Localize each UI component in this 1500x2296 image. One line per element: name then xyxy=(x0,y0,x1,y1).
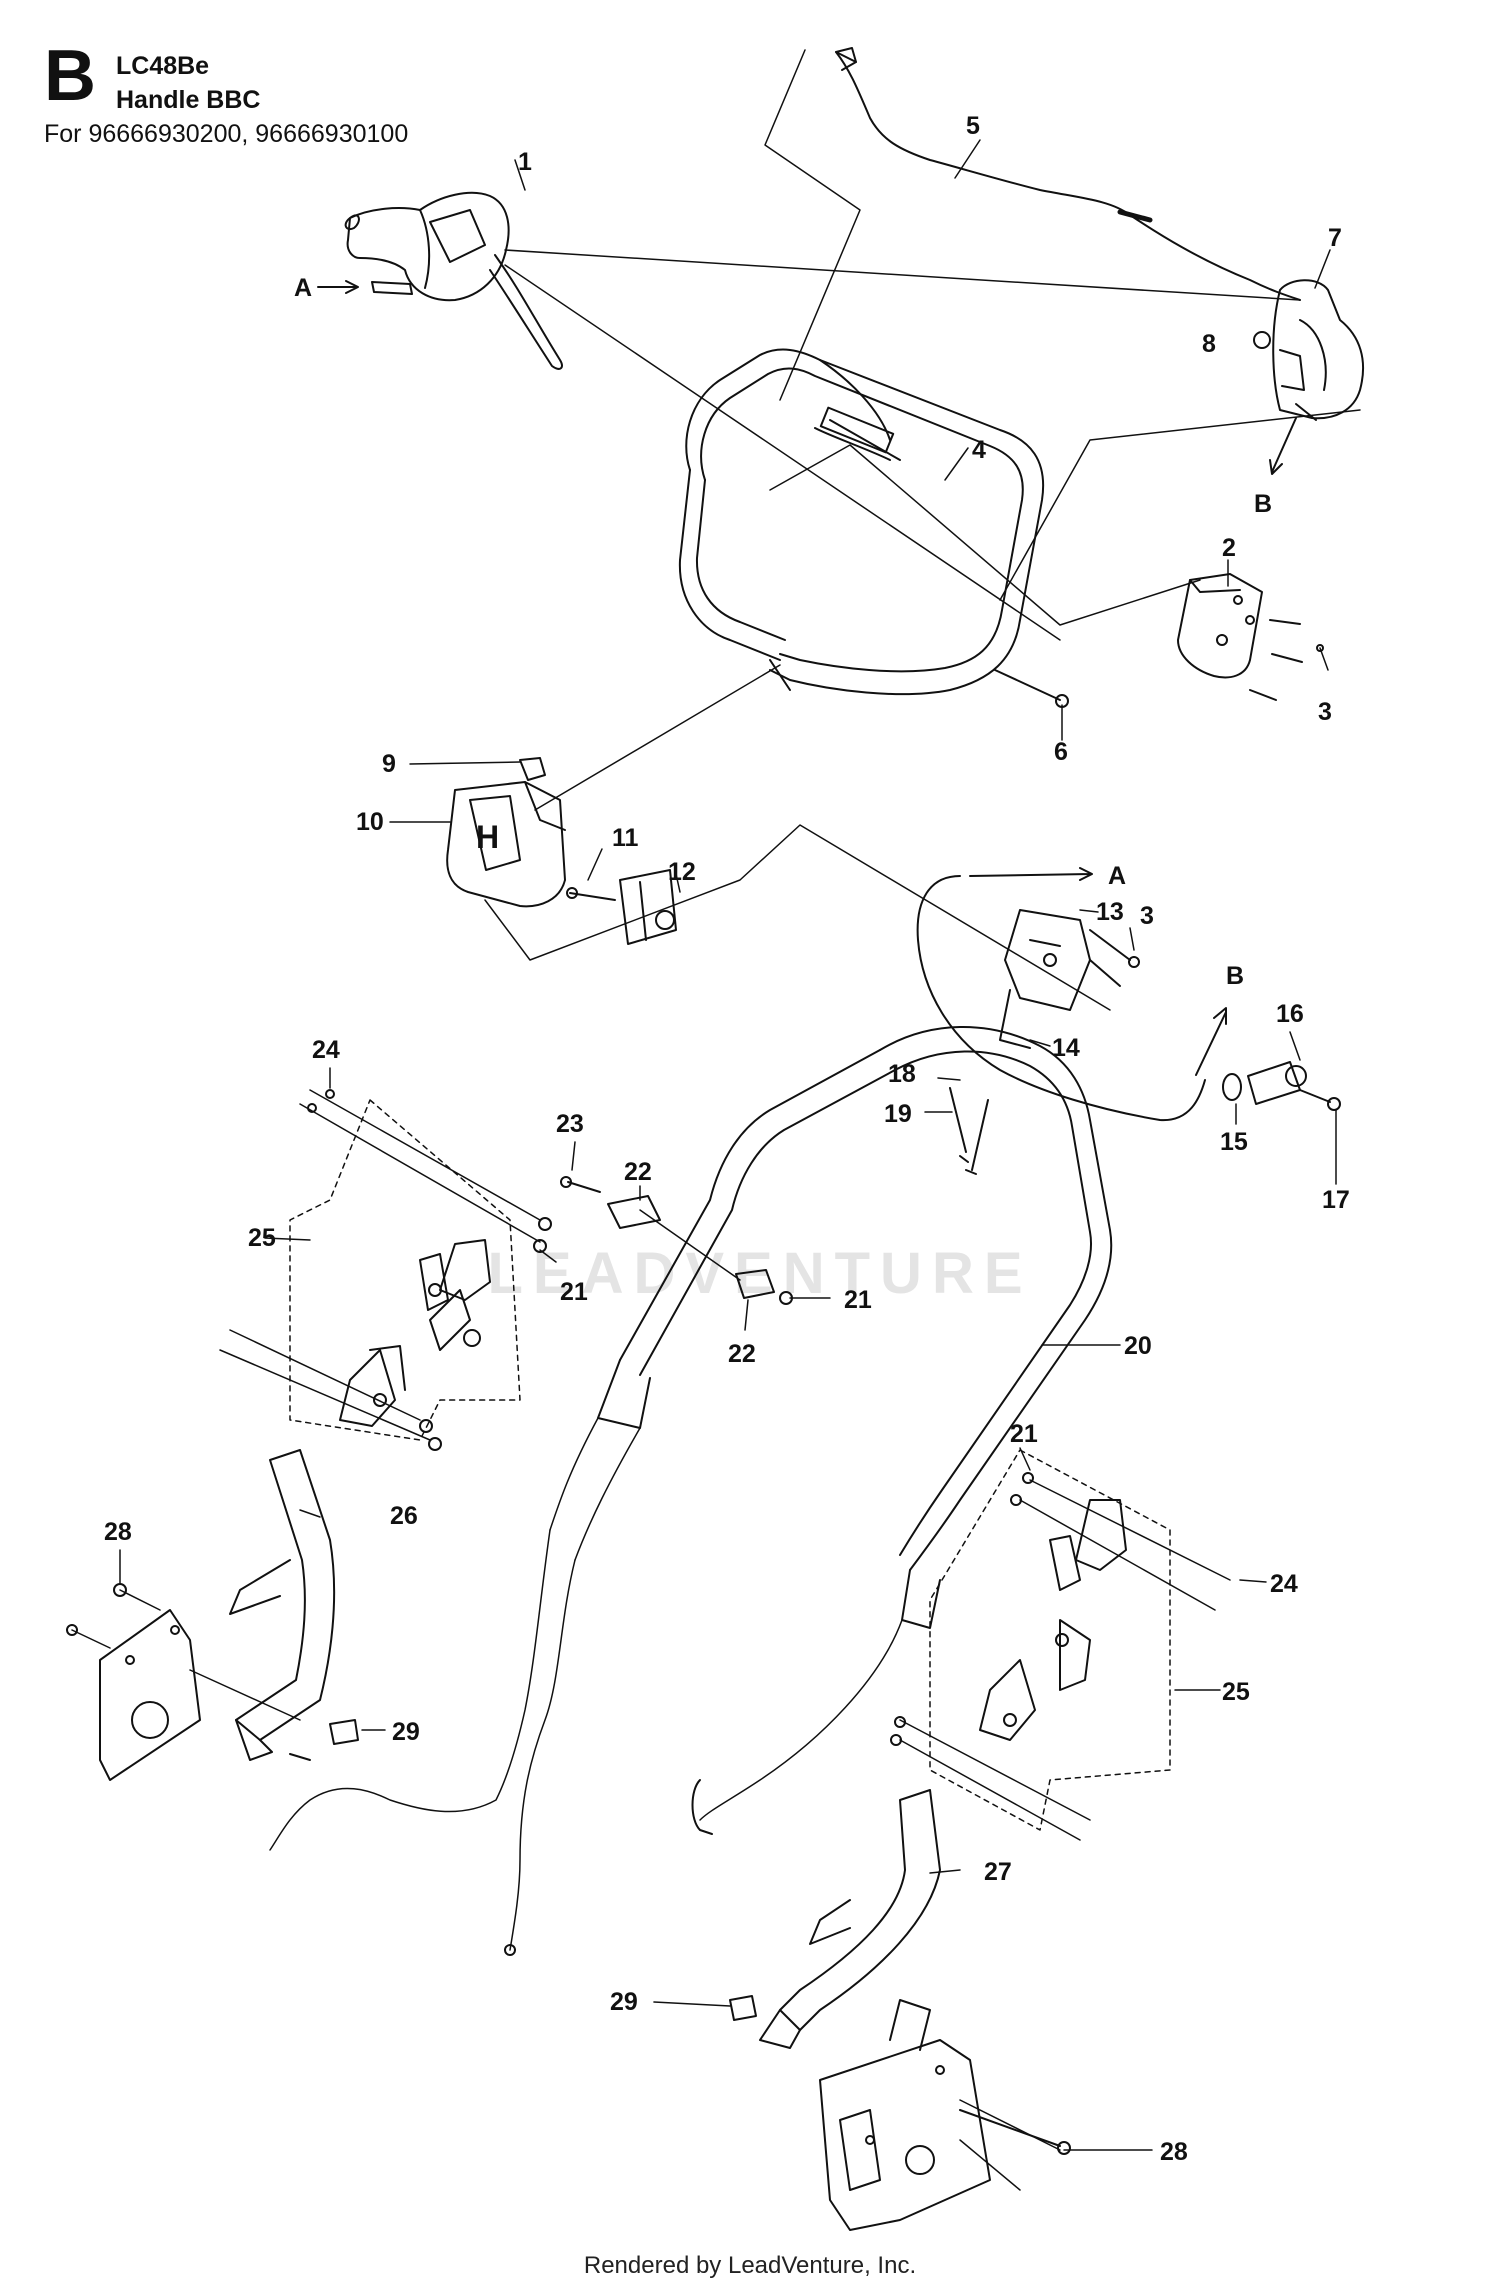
callout-19: 19 xyxy=(884,1100,912,1128)
callout-leaders xyxy=(119,139,1337,2151)
callout-15: 15 xyxy=(1220,1128,1248,1156)
diagram-header: B LC48Be Handle BBC For 96666930200, 966… xyxy=(40,40,640,150)
part-grip-10: H xyxy=(446,757,566,908)
callout-21-right: 21 xyxy=(1010,1420,1038,1448)
part-screws-3 xyxy=(1249,619,1303,701)
callout-24-right: 24 xyxy=(1270,1570,1298,1598)
part-clamp-22b xyxy=(735,1269,793,1305)
part-handle-4 xyxy=(678,348,1045,696)
callout-18: 18 xyxy=(888,1060,916,1088)
callout-7: 7 xyxy=(1328,224,1342,252)
callout-25-right: 25 xyxy=(1222,1678,1250,1706)
callout-9: 9 xyxy=(382,750,396,778)
cable-a xyxy=(969,867,1093,881)
leader-4 xyxy=(944,447,969,481)
footer-credit: Rendered by LeadVenture, Inc. xyxy=(583,2252,917,2279)
callout-6: 6 xyxy=(1054,738,1068,766)
callout-21-mid: 21 xyxy=(844,1286,872,1314)
leader-5-frame xyxy=(764,49,861,401)
callout-16: 16 xyxy=(1276,1000,1304,1028)
callout-23: 23 xyxy=(556,1110,584,1138)
callout-27: 27 xyxy=(984,1858,1012,1886)
connector-b-mid: B xyxy=(1226,962,1244,990)
screw-head xyxy=(1057,2141,1071,2155)
part-control-1 xyxy=(344,191,563,370)
callout-29-left: 29 xyxy=(392,1718,420,1746)
callout-29-right: 29 xyxy=(610,1988,638,2016)
screw-head xyxy=(1316,644,1324,652)
part-bolt-28b xyxy=(959,2109,1061,2147)
part-control-7 xyxy=(1272,279,1364,421)
part-handle-20 xyxy=(549,1026,1113,1835)
dashed-box-25b xyxy=(929,1449,1171,1831)
svg-text:H: H xyxy=(476,819,499,855)
leader-1-to-7 xyxy=(504,249,1301,301)
leader-handle-to-10 xyxy=(534,664,781,811)
part-plate-28a xyxy=(66,1583,301,1781)
callout-25-left: 25 xyxy=(248,1224,276,1252)
callout-22-upper: 22 xyxy=(624,1158,652,1186)
cable-b xyxy=(1195,1007,1227,1076)
part-bolt-29b xyxy=(729,1995,757,2021)
leader-12-box xyxy=(484,824,1111,1011)
part-bolt-29a xyxy=(289,1719,359,1761)
section-letter: B xyxy=(44,36,96,116)
callout-26: 26 xyxy=(390,1502,418,1530)
callout-28-left: 28 xyxy=(104,1518,132,1546)
part-clamp-12 xyxy=(566,869,677,945)
callout-3-upper: 3 xyxy=(1318,698,1332,726)
callout-10: 10 xyxy=(356,808,384,836)
callout-8: 8 xyxy=(1202,330,1216,358)
connector-a-mid: A xyxy=(1108,862,1126,890)
leader-1 xyxy=(514,159,526,191)
callout-21-left: 21 xyxy=(560,1278,588,1306)
part-leg-26 xyxy=(229,1449,336,1761)
part-knob-16 xyxy=(1222,1061,1341,1111)
part-bolt-6 xyxy=(994,669,1069,708)
assembly-name: Handle BBC xyxy=(116,86,261,114)
dashed-box-25a xyxy=(289,1099,521,1441)
part-bracket-13 xyxy=(999,909,1140,1049)
part-clamp-22a xyxy=(560,1176,661,1229)
part-adjuster-25b xyxy=(890,1472,1231,1841)
callout-11: 11 xyxy=(612,824,639,852)
connector-a-top: A xyxy=(294,274,312,302)
part-adjuster-25a xyxy=(219,1089,552,1451)
callout-20: 20 xyxy=(1124,1332,1152,1360)
part-screws-19 xyxy=(949,1087,989,1175)
arrow-b-top xyxy=(1269,417,1297,475)
wire-connector xyxy=(504,1944,516,1956)
part-plate-28b xyxy=(819,1999,1061,2231)
callout-28-right: 28 xyxy=(1160,2138,1188,2166)
applies-to: For 96666930200, 96666930100 xyxy=(44,120,409,148)
part-nut-8 xyxy=(1253,331,1271,349)
cable-loop xyxy=(916,875,1206,1122)
leader-1-down xyxy=(504,264,1061,641)
callout-2: 2 xyxy=(1222,534,1236,562)
callout-4: 4 xyxy=(972,436,986,464)
leader-22 xyxy=(639,1209,741,1281)
part-leg-27 xyxy=(759,1789,941,2049)
callout-24-left: 24 xyxy=(312,1036,340,1064)
callout-3-lower: 3 xyxy=(1140,902,1154,930)
arrow-a-top xyxy=(317,280,359,294)
part-cable-5 xyxy=(835,47,1301,301)
wire-harness xyxy=(269,1529,576,1951)
callout-22-lower: 22 xyxy=(728,1340,756,1368)
callout-12: 12 xyxy=(668,858,696,886)
model-name: LC48Be xyxy=(116,52,210,80)
callout-5: 5 xyxy=(966,112,980,140)
leader-7-box xyxy=(999,409,1361,601)
callout-labels: 1 2 3 3 4 5 6 7 8 9 10 11 12 13 14 15 16… xyxy=(104,112,1350,2166)
callout-17: 17 xyxy=(1322,1186,1350,1214)
part-bracket-2 xyxy=(1177,573,1263,679)
callout-1: 1 xyxy=(518,148,532,176)
callout-13: 13 xyxy=(1096,898,1124,926)
callout-14: 14 xyxy=(1052,1034,1080,1062)
connector-b-top: B xyxy=(1254,490,1272,518)
leader-4-box xyxy=(769,444,1201,626)
